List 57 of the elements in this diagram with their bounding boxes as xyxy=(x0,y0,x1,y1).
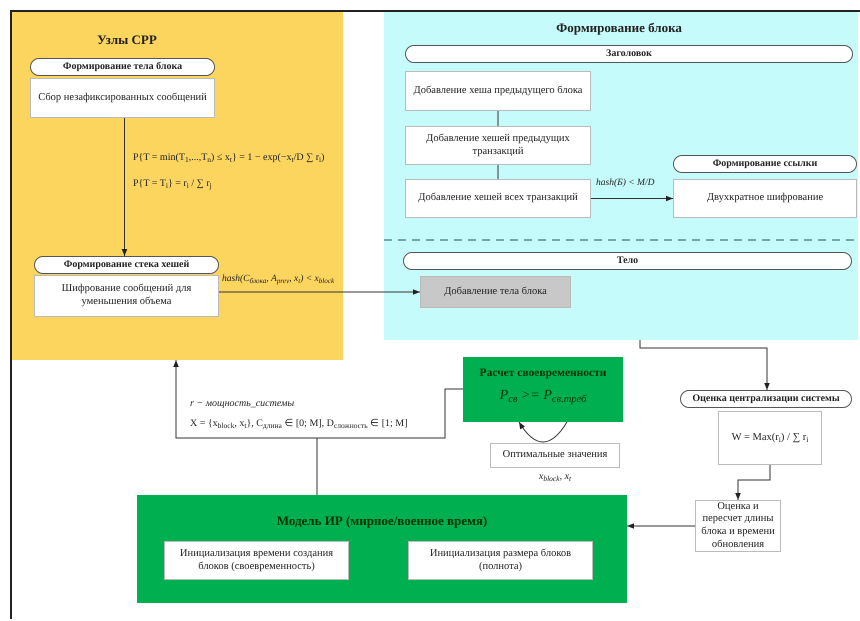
formula-text: P$_{св}$ >= P$_{св.треб}$ xyxy=(498,387,588,406)
formula-text: X = {x$_{block}$, x$_{t}$}, C$_{длина}$ ∈ [0; M], D$_{сложность}$ ∈ [1; M] xyxy=(190,417,408,431)
process-box xyxy=(718,411,822,465)
header-text: Тело xyxy=(616,256,638,266)
box-text: Инициализация времени создания блоков (своевременность) xyxy=(178,548,334,574)
header-text: Формирование стека хешей xyxy=(64,260,190,270)
section-header xyxy=(30,58,215,76)
arrow xyxy=(735,464,770,500)
process-box xyxy=(34,275,219,317)
block-title: Расчет своевременности xyxy=(478,366,608,381)
process-box xyxy=(30,78,215,118)
section-header xyxy=(673,155,857,173)
header-text: Оценка централизации системы xyxy=(692,394,840,404)
box-text: Двухкратное шифрование xyxy=(706,192,824,205)
group-panel xyxy=(384,12,858,340)
process-box xyxy=(164,541,349,580)
arrow xyxy=(518,422,568,442)
arrow xyxy=(640,340,770,390)
box-text: Добавление хешей предыдущих транзакций xyxy=(425,132,571,158)
header-text: Формирование ссылки xyxy=(712,159,818,169)
arrow xyxy=(122,118,128,256)
box-text: Сбор незафиксированных сообщений xyxy=(38,92,207,104)
group-panel xyxy=(12,12,343,360)
formula-text: P{T = T$_{i}$} = r$_{i}$ / ∑ r$_{j}$ xyxy=(133,177,212,191)
model-block xyxy=(463,357,623,422)
edge-label: hash(C$_{блока}$, A$_{prev}$, x$_{t}$) < x$_{block}$ xyxy=(222,273,334,286)
arrow xyxy=(626,523,696,529)
section-header xyxy=(34,256,219,274)
beside-text: x$_{block}$, x$_{t}$ xyxy=(538,471,572,483)
process-box xyxy=(405,71,591,111)
box-text: Оптимальные значения xyxy=(502,449,608,462)
panel-title: Узлы СРР xyxy=(96,31,158,49)
model-block xyxy=(137,495,627,603)
process-box xyxy=(673,179,857,218)
box-text: Добавление хешей всех транзакций xyxy=(418,192,578,205)
process-box xyxy=(420,276,571,308)
formula-text: r − мощность_системы xyxy=(190,397,294,411)
process-box xyxy=(405,126,591,165)
block-title: Модель ИР (мирное/военное время) xyxy=(276,512,488,530)
box-text: Добавление тела блока xyxy=(444,286,547,298)
section-header xyxy=(405,45,853,63)
arrow xyxy=(590,196,674,202)
box-text: Шифрование сообщений для уменьшения объема xyxy=(60,283,192,309)
section-header xyxy=(403,252,852,270)
process-box xyxy=(408,541,593,580)
section-header xyxy=(680,390,852,408)
panel-title: Формирование блока xyxy=(555,19,683,37)
box-text: Инициализация размера блоков (полнота) xyxy=(428,548,572,574)
box-text: W = Max(r$_{i}$) / ∑ r$_{i}$ xyxy=(732,432,808,444)
arrow xyxy=(218,289,420,295)
header-text: Заголовок xyxy=(606,49,652,59)
box-text: Добавление хеша предыдущего блока xyxy=(414,84,582,98)
header-text: Формирование тела блока xyxy=(62,62,182,72)
process-box xyxy=(405,179,591,218)
box-text: Оценка и пересчет длины блока и времени обновления xyxy=(700,500,776,552)
edge-label: hash(Б) < M/D xyxy=(596,177,654,190)
formula-text: P{T = min(T$_{1}$,...,T$_{n}$) ≤ x$_{t}$} = 1 − exp(−x$_{t}$/D ∑ r$_{i}$) xyxy=(133,151,324,165)
